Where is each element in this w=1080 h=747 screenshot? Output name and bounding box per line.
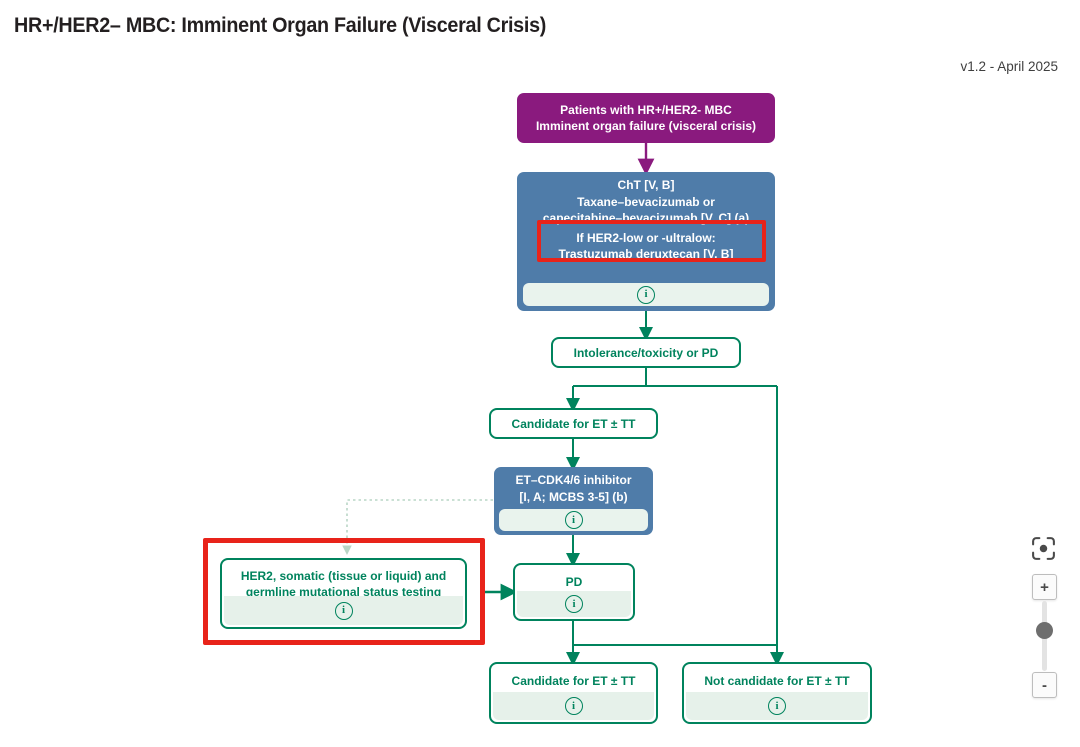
- node-candidate-mid-label: Candidate for ET ± TT: [511, 416, 636, 431]
- info-icon[interactable]: i: [565, 595, 583, 613]
- node-pd-label: PD: [565, 575, 583, 589]
- node-her2-testing-line1: HER2, somatic (tissue or liquid) and: [240, 569, 447, 583]
- node-not-candidate-label: Not candidate for ET ± TT: [704, 674, 850, 688]
- node-her2-testing: HER2, somatic (tissue or liquid) and ger…: [220, 558, 467, 629]
- her2-testing-info-bar[interactable]: i: [224, 596, 463, 625]
- zoom-slider-handle[interactable]: [1036, 622, 1053, 639]
- cht-info-bar[interactable]: i: [523, 283, 769, 306]
- node-cht-line1: ChT [V, B]: [617, 178, 675, 192]
- pd-info-bar[interactable]: i: [517, 591, 631, 617]
- info-icon[interactable]: i: [768, 697, 786, 715]
- zoom-in-button[interactable]: +: [1032, 574, 1057, 600]
- node-cht-highlight-line1: If HER2-low or -ultralow:: [576, 230, 716, 245]
- highlight-rect-trastuzumab: [537, 220, 766, 262]
- zoom-out-button[interactable]: -: [1032, 672, 1057, 698]
- node-et-cdk46: ET–CDK4/6 inhibitor [I, A; MCBS 3-5] (b)…: [494, 467, 653, 535]
- node-patients: Patients with HR+/HER2- MBC Imminent org…: [517, 93, 775, 143]
- node-not-candidate: Not candidate for ET ± TT i: [682, 662, 872, 724]
- candidate-bottom-info-bar[interactable]: i: [493, 692, 654, 720]
- node-pd: PD i: [513, 563, 635, 621]
- node-intolerance-label: Intolerance/toxicity or PD: [573, 345, 719, 360]
- node-cht-highlight-line2: Trastuzumab deruxtecan [V, B]: [558, 247, 734, 261]
- node-candidate-mid: Candidate for ET ± TT: [489, 408, 658, 439]
- page-title: HR+/HER2– MBC: Imminent Organ Failure (V…: [14, 14, 547, 37]
- node-her2-testing-line2: germline mutational status testing: [245, 585, 442, 599]
- version-label: v1.2 - April 2025: [960, 59, 1058, 74]
- node-et-cdk46-line2: [I, A; MCBS 3-5] (b): [519, 489, 628, 504]
- node-intolerance: Intolerance/toxicity or PD: [551, 337, 741, 368]
- node-cht: ChT [V, B] Taxane–bevacizumab or capecit…: [517, 172, 775, 311]
- node-cht-line2: Taxane–bevacizumab or: [577, 194, 715, 209]
- et-cdk46-info-bar[interactable]: i: [499, 509, 648, 531]
- node-candidate-bottom-label: Candidate for ET ± TT: [511, 674, 636, 688]
- info-icon[interactable]: i: [564, 697, 583, 715]
- info-icon[interactable]: i: [334, 601, 353, 620]
- node-candidate-bottom: Candidate for ET ± TT i: [489, 662, 658, 724]
- info-icon[interactable]: i: [564, 511, 583, 529]
- node-patients-line2: Imminent organ failure (visceral crisis): [535, 119, 757, 133]
- highlight-rect-her2-testing: [203, 538, 485, 645]
- node-patients-line1: Patients with HR+/HER2- MBC: [560, 102, 732, 117]
- info-icon[interactable]: i: [637, 285, 655, 304]
- node-et-cdk46-line1: ET–CDK4/6 inhibitor: [515, 473, 632, 487]
- not-candidate-info-bar[interactable]: i: [686, 692, 868, 720]
- center-focus-icon: [1032, 537, 1055, 560]
- fit-view-button[interactable]: [1030, 535, 1057, 562]
